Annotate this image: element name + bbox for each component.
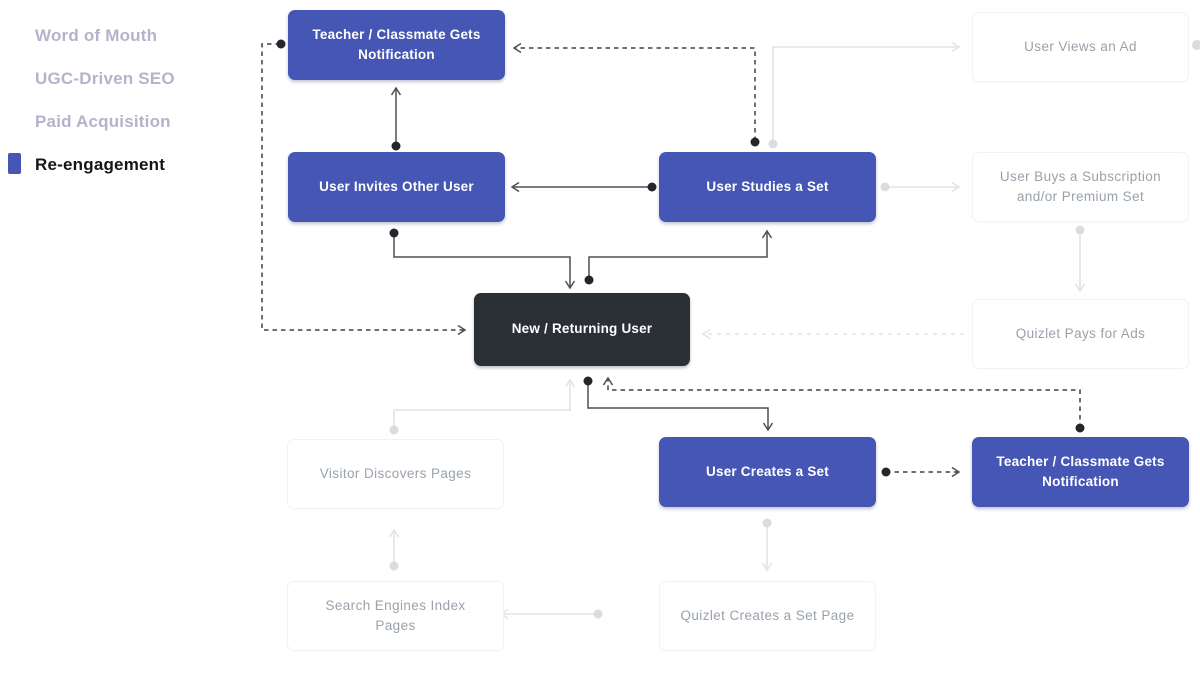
faded-loop-connectors bbox=[388, 40, 1200, 620]
sidebar-item-re-engagement[interactable]: Re-engagement bbox=[8, 153, 166, 175]
active-item-marker bbox=[8, 153, 21, 174]
node-user-studies-a-set[interactable]: User Studies a Set bbox=[659, 152, 876, 222]
node-user-views-an-ad[interactable]: User Views an Ad bbox=[972, 12, 1189, 82]
node-user-buys-subscription[interactable]: User Buys a Subscription and/or Premium … bbox=[972, 152, 1189, 222]
node-label: New / Returning User bbox=[511, 321, 653, 337]
node-user-invites-other-user[interactable]: User Invites Other User bbox=[288, 152, 505, 222]
node-quizlet-pays-for-ads[interactable]: Quizlet Pays for Ads bbox=[972, 299, 1189, 369]
sidebar: Word of Mouth UGC-Driven SEO Paid Acquis… bbox=[0, 0, 270, 220]
node-quizlet-creates-a-set-page[interactable]: Quizlet Creates a Set Page bbox=[659, 581, 876, 651]
sidebar-item-word-of-mouth[interactable]: Word of Mouth bbox=[35, 26, 158, 45]
node-label: Search Engines Index Pages bbox=[325, 597, 466, 633]
node-label: User Views an Ad bbox=[1024, 38, 1137, 54]
sidebar-item-label: Re-engagement bbox=[35, 155, 166, 174]
node-label: Teacher / Classmate Gets Notification bbox=[996, 453, 1165, 489]
node-label: Visitor Discovers Pages bbox=[319, 465, 472, 481]
node-teacher-gets-notification-top[interactable]: Teacher / Classmate Gets Notification bbox=[288, 10, 505, 80]
node-user-creates-a-set[interactable]: User Creates a Set bbox=[659, 437, 876, 507]
node-search-engines-index-pages[interactable]: Search Engines Index Pages bbox=[287, 581, 504, 651]
node-label: Quizlet Creates a Set Page bbox=[680, 607, 855, 623]
sidebar-item-paid-acquisition[interactable]: Paid Acquisition bbox=[35, 112, 171, 131]
node-visitor-discovers-pages[interactable]: Visitor Discovers Pages bbox=[287, 439, 504, 509]
node-label: User Creates a Set bbox=[706, 463, 829, 479]
node-new-returning-user[interactable]: New / Returning User bbox=[474, 293, 690, 366]
node-label: User Buys a Subscription and/or Premium … bbox=[999, 168, 1162, 204]
node-label: User Invites Other User bbox=[319, 178, 474, 194]
node-label: Teacher / Classmate Gets Notification bbox=[312, 26, 481, 62]
node-teacher-gets-notification-bottom[interactable]: Teacher / Classmate Gets Notification bbox=[972, 437, 1189, 507]
node-label: User Studies a Set bbox=[706, 178, 829, 194]
sidebar-item-ugc-driven-seo[interactable]: UGC-Driven SEO bbox=[35, 69, 175, 88]
node-label: Quizlet Pays for Ads bbox=[1015, 325, 1146, 341]
active-loop-connectors bbox=[261, 39, 1085, 478]
